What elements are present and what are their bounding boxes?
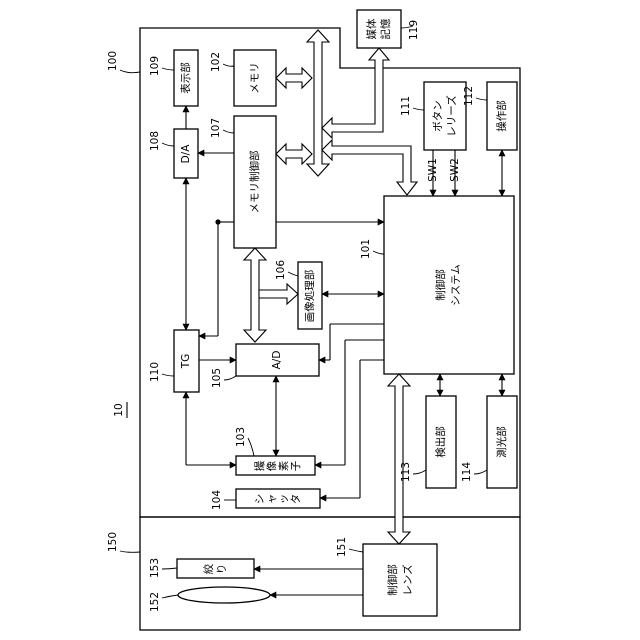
photometry-ref: 114 xyxy=(461,462,473,482)
svg-text:素: 素 xyxy=(277,461,290,472)
svg-text:表示部: 表示部 xyxy=(179,62,192,94)
ad-ref: 105 xyxy=(211,368,223,388)
ad-block: A/D 105 xyxy=(211,344,319,388)
sw1-label: SW1 xyxy=(427,158,439,182)
system-control-ref: 101 xyxy=(360,239,372,259)
memory-block: メモリ 102 xyxy=(210,50,276,106)
image-sensor-ref: 103 xyxy=(235,427,247,447)
svg-text:メモリ: メモリ xyxy=(249,62,261,94)
memory-control-ref: 107 xyxy=(210,118,222,138)
operation-block: 操作部 112 xyxy=(463,82,517,150)
image-sensor-block: 撮 像 素 子 103 xyxy=(235,427,315,475)
svg-text:撮: 撮 xyxy=(253,460,266,471)
svg-text:制御部: 制御部 xyxy=(434,269,447,301)
shutter-ref: 104 xyxy=(211,490,223,510)
operation-ref: 112 xyxy=(463,86,475,106)
recording-medium-ref: 119 xyxy=(408,20,420,40)
memory-control-block: メモリ制御部 107 xyxy=(210,116,276,248)
tg-block: TG 110 xyxy=(149,330,199,392)
shutter-block: シ ャ ッ タ 104 xyxy=(211,489,320,510)
svg-text:メモリ制御部: メモリ制御部 xyxy=(248,151,261,214)
svg-text:10: 10 xyxy=(113,403,125,416)
svg-text:制御部: 制御部 xyxy=(386,564,399,596)
release-button-ref: 111 xyxy=(400,96,412,116)
svg-text:像: 像 xyxy=(266,460,278,471)
figure-number: 10 xyxy=(113,402,127,418)
svg-text:子: 子 xyxy=(290,461,302,472)
svg-text:レンズ: レンズ xyxy=(401,564,414,595)
tg-ref: 110 xyxy=(149,362,161,382)
recording-medium-bus-arrow xyxy=(322,48,389,138)
svg-text:A/D: A/D xyxy=(271,351,283,370)
photometry-block: 測光部 114 xyxy=(461,396,517,488)
svg-text:ボタン: ボタン xyxy=(432,100,444,132)
svg-text:シ: シ xyxy=(254,494,266,505)
svg-text:システム: システム xyxy=(450,264,462,306)
svg-text:TG: TG xyxy=(180,354,192,370)
lens-control-ref: 151 xyxy=(336,537,348,557)
da-ref: 108 xyxy=(149,131,161,151)
svg-text:レリーズ: レリーズ xyxy=(445,95,458,136)
release-button-block: レリーズ ボタン 111 xyxy=(400,82,466,150)
lens-communication-arrow xyxy=(388,374,410,544)
aperture-ref: 153 xyxy=(149,558,161,578)
lens-icon: 152 xyxy=(149,587,270,612)
memory-ref: 102 xyxy=(210,52,222,72)
display-ref: 109 xyxy=(149,56,161,76)
svg-text:検出部: 検出部 xyxy=(434,426,447,458)
detection-ref: 113 xyxy=(400,462,412,482)
image-processing-bus-arrow xyxy=(259,284,298,304)
svg-text:記憶: 記憶 xyxy=(379,18,392,39)
svg-text:操作部: 操作部 xyxy=(495,100,508,132)
svg-text:り: り xyxy=(216,564,228,575)
recording-medium-block: 記憶 媒体 119 xyxy=(357,10,420,48)
svg-text:測光部: 測光部 xyxy=(495,426,508,458)
svg-text:タ: タ xyxy=(290,494,302,505)
lens-unit-ref: 150 xyxy=(107,532,119,552)
aperture-block: 絞 り 153 xyxy=(149,558,254,578)
system-control-bus-arrow xyxy=(322,140,417,195)
svg-text:画像処理部: 画像処理部 xyxy=(303,270,316,323)
da-block: D/A 108 xyxy=(149,129,198,178)
lens-control-block: レンズ 制御部 151 xyxy=(336,537,437,616)
svg-text:絞: 絞 xyxy=(202,563,215,574)
sw2-label: SW2 xyxy=(449,158,461,182)
detection-block: 検出部 113 xyxy=(400,396,456,488)
svg-text:D/A: D/A xyxy=(180,144,192,164)
lens-ref: 152 xyxy=(149,592,161,612)
image-processing-ref: 106 xyxy=(275,260,287,280)
memory-bus-arrow xyxy=(276,68,312,88)
svg-text:ャ: ャ xyxy=(266,494,278,505)
svg-text:ッ: ッ xyxy=(278,494,290,505)
memory-control-bus-arrow xyxy=(276,144,312,164)
display-block: 表示部 109 xyxy=(149,50,198,106)
system-control-block: システム 制御部 101 xyxy=(360,196,514,374)
svg-text:媒体: 媒体 xyxy=(365,18,378,39)
camera-body-ref: 100 xyxy=(107,51,119,71)
